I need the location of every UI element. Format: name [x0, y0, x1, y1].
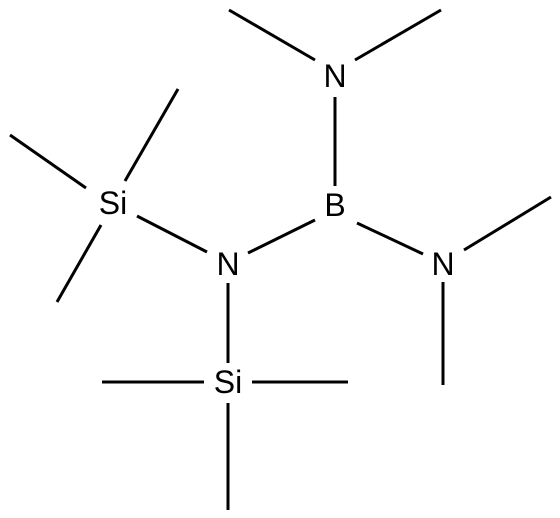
bond-b-ncenter: [247, 218, 316, 255]
atom-si-left: Si: [99, 185, 127, 221]
bond-sileft-methyl-up: [123, 88, 180, 182]
atom-n-right: N: [431, 246, 454, 282]
bond-sileft-methyl-upleft: [9, 133, 87, 190]
atom-si-bottom: Si: [214, 364, 242, 400]
atom-n-top: N: [323, 58, 346, 94]
bond-ntop-methyl-left: [228, 8, 316, 62]
bond-ntop-methyl-right: [354, 8, 442, 62]
atom-n-center: N: [216, 246, 239, 282]
bond-sileft-ncenter: [136, 214, 208, 254]
atom-b: B: [324, 187, 345, 223]
bond-sileft-methyl-down: [55, 224, 103, 303]
bond-nright-methyl-right: [463, 195, 552, 252]
bond-b-nright: [356, 221, 424, 256]
